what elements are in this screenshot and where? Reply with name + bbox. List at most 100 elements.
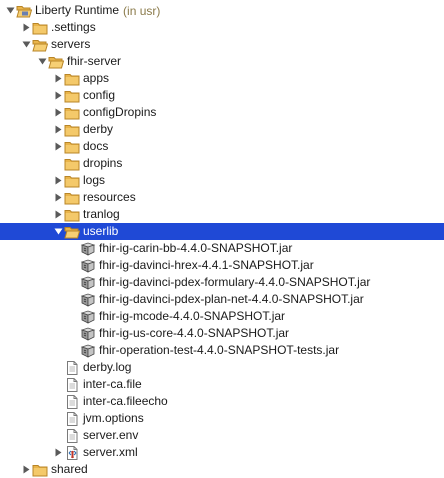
twisty-placeholder [52,393,64,410]
jar-icon [80,309,96,325]
file-icon [64,360,80,376]
file-icon [64,411,80,427]
tree-item-settings[interactable]: .settings [0,19,444,36]
twisty-placeholder [68,308,80,325]
folder-icon [64,71,80,87]
tree-item-label: dropins [83,156,123,170]
expanded-arrow-icon[interactable] [52,223,64,240]
tree-item-fhir-ig-davinci-pdex-plan-net-4-4-0-snapshot-jar[interactable]: fhir-ig-davinci-pdex-plan-net-4.4.0-SNAP… [0,291,444,308]
tree-item-suffix: (in usr) [123,3,161,18]
folder-icon [64,105,80,121]
tree-item-label: Liberty Runtime [35,3,120,17]
tree-item-label: inter-ca.file [83,377,142,391]
tree-item-label: fhir-ig-davinci-pdex-plan-net-4.4.0-SNAP… [99,292,364,306]
jar-icon [80,275,96,291]
tree-item-fhir-server[interactable]: fhir-server [0,53,444,70]
jar-icon [80,241,96,257]
tree-item-liberty-runtime[interactable]: Liberty Runtime(in usr) [0,2,444,19]
file-icon [64,428,80,444]
tree-item-tranlog[interactable]: tranlog [0,206,444,223]
tree-item-label: apps [83,71,110,85]
tree-item-fhir-ig-us-core-4-4-0-snapshot-jar[interactable]: fhir-ig-us-core-4.4.0-SNAPSHOT.jar [0,325,444,342]
tree-item-config[interactable]: config [0,87,444,104]
twisty-placeholder [68,342,80,359]
tree-item-label: fhir-operation-test-4.4.0-SNAPSHOT-tests… [99,343,340,357]
folder-icon [64,173,80,189]
tree-item-inter-ca-fileecho[interactable]: inter-ca.fileecho [0,393,444,410]
expanded-arrow-icon[interactable] [20,36,32,53]
tree-item-servers[interactable]: servers [0,36,444,53]
tree-item-fhir-ig-mcode-4-4-0-snapshot-jar[interactable]: fhir-ig-mcode-4.4.0-SNAPSHOT.jar [0,308,444,325]
file-icon [64,377,80,393]
tree-item-label: fhir-ig-mcode-4.4.0-SNAPSHOT.jar [99,309,286,323]
twisty-placeholder [52,427,64,444]
jar-icon [80,258,96,274]
tree-item-label: fhir-server [67,54,122,68]
folder-open-icon [48,54,64,70]
jar-icon [80,326,96,342]
collapsed-arrow-icon[interactable] [52,87,64,104]
folder-open-icon [32,37,48,53]
tree-item-apps[interactable]: apps [0,70,444,87]
tree-item-label: inter-ca.fileecho [83,394,168,408]
tree-item-label: tranlog [83,207,120,221]
tree-item-label: resources [83,190,136,204]
tree-item-label: .settings [51,20,96,34]
collapsed-arrow-icon[interactable] [52,104,64,121]
collapsed-arrow-icon[interactable] [52,138,64,155]
collapsed-arrow-icon[interactable] [52,70,64,87]
collapsed-arrow-icon[interactable] [52,172,64,189]
tree-item-docs[interactable]: docs [0,138,444,155]
tree-item-label: fhir-ig-davinci-pdex-formulary-4.4.0-SNA… [99,275,371,289]
folder-icon [64,190,80,206]
folder-icon [64,122,80,138]
tree-item-fhir-ig-davinci-hrex-4-4-1-snapshot-jar[interactable]: fhir-ig-davinci-hrex-4.4.1-SNAPSHOT.jar [0,257,444,274]
twisty-placeholder [52,359,64,376]
tree-item-fhir-operation-test-4-4-0-snapshot-tests-jar[interactable]: fhir-operation-test-4.4.0-SNAPSHOT-tests… [0,342,444,359]
folder-icon [64,207,80,223]
expanded-arrow-icon[interactable] [4,2,16,19]
tree-item-inter-ca-file[interactable]: inter-ca.file [0,376,444,393]
tree-item-label: config [83,88,116,102]
tree-item-resources[interactable]: resources [0,189,444,206]
folder-icon [32,20,48,36]
tree-item-jvm-options[interactable]: jvm.options [0,410,444,427]
tree-item-derby[interactable]: derby [0,121,444,138]
tree-item-fhir-ig-carin-bb-4-4-0-snapshot-jar[interactable]: fhir-ig-carin-bb-4.4.0-SNAPSHOT.jar [0,240,444,257]
twisty-placeholder [52,376,64,393]
twisty-placeholder [68,240,80,257]
tree-item-label: server.xml [83,445,138,459]
twisty-placeholder [52,155,64,172]
folder-icon [64,139,80,155]
tree-item-label: docs [83,139,109,153]
collapsed-arrow-icon[interactable] [20,461,32,478]
tree-item-label: userlib [83,224,119,238]
tree-item-fhir-ig-davinci-pdex-formulary-4-4-0-snapshot-jar[interactable]: fhir-ig-davinci-pdex-formulary-4.4.0-SNA… [0,274,444,291]
tree-item-dropins[interactable]: dropins [0,155,444,172]
tree-item-label: shared [51,462,88,476]
tree-item-configdropins[interactable]: configDropins [0,104,444,121]
tree-item-server-xml[interactable]: server.xml [0,444,444,461]
server-folder-icon [16,3,32,19]
collapsed-arrow-icon[interactable] [52,121,64,138]
tree-item-userlib[interactable]: userlib [0,223,444,240]
twisty-placeholder [68,291,80,308]
tree-item-logs[interactable]: logs [0,172,444,189]
collapsed-arrow-icon[interactable] [52,189,64,206]
tree-item-label: logs [83,173,106,187]
expanded-arrow-icon[interactable] [36,53,48,70]
collapsed-arrow-icon[interactable] [52,206,64,223]
tree-item-server-env[interactable]: server.env [0,427,444,444]
tree-item-derby-log[interactable]: derby.log [0,359,444,376]
tree-item-shared[interactable]: shared [0,461,444,478]
twisty-placeholder [68,257,80,274]
folder-open-icon [64,224,80,240]
twisty-placeholder [52,410,64,427]
tree-item-label: derby.log [83,360,132,374]
tree-item-label: configDropins [83,105,157,119]
collapsed-arrow-icon[interactable] [52,444,64,461]
collapsed-arrow-icon[interactable] [20,19,32,36]
tree-item-label: server.env [83,428,139,442]
tree-item-label: derby [83,122,114,136]
